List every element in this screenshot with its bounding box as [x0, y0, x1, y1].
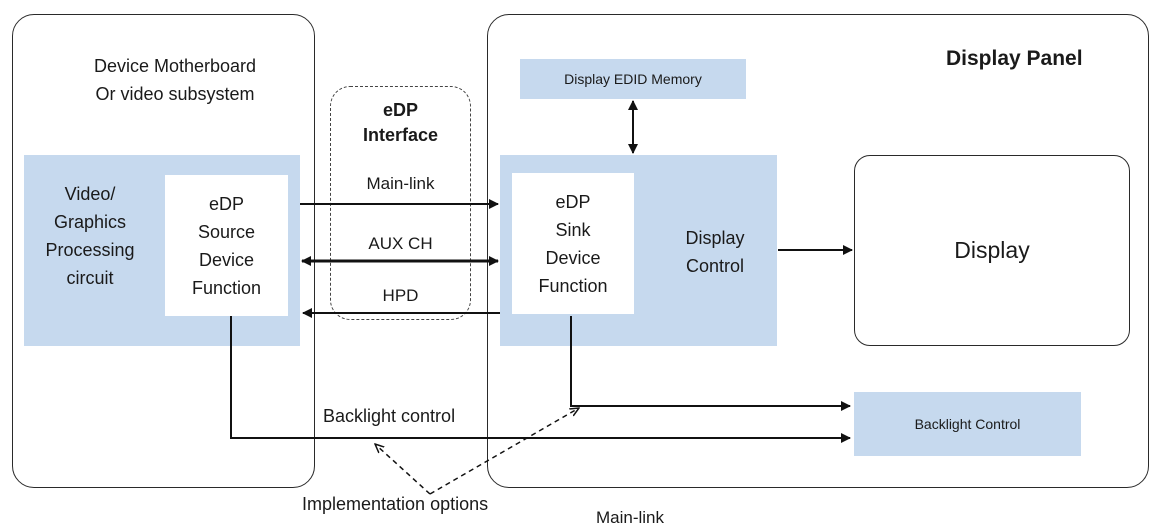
- display-panel-title: Display Panel: [946, 47, 1083, 70]
- gpu-label-line3: Processing: [45, 240, 135, 260]
- edid-memory-label: Display EDID Memory: [564, 71, 702, 87]
- source-device-box: eDP Source Device Function: [165, 175, 288, 316]
- sink-backlight-line: [570, 316, 851, 411]
- implementation-arrow-left: [375, 444, 431, 495]
- display-control-line2: Control: [685, 256, 745, 276]
- source-label-line1: eDP: [208, 193, 244, 214]
- implementation-options-annotation: Implementation options: [302, 494, 489, 514]
- edp-interface-title-line2: Interface: [362, 125, 439, 145]
- motherboard-title-line1: Device Motherboard: [93, 56, 257, 76]
- main-link-bottom-annotation: Main-link: [596, 508, 665, 527]
- display-control-label: Display Control: [650, 224, 780, 280]
- sink-label-line2: Sink: [555, 219, 591, 240]
- gpu-label-line2: Graphics: [53, 212, 127, 232]
- main-link-label: Main-link: [366, 174, 435, 193]
- display-label: Display: [954, 237, 1030, 263]
- sink-device-box: eDP Sink Device Function: [512, 173, 634, 314]
- aux-ch-label: AUX CH: [368, 234, 433, 253]
- source-label-line2: Source: [197, 221, 256, 242]
- source-label-line4: Function: [191, 277, 262, 298]
- backlight-control-annotation: Backlight control: [323, 406, 456, 426]
- motherboard-title-line2: Or video subsystem: [95, 84, 255, 104]
- sink-label-line4: Function: [538, 275, 608, 296]
- backlight-control-label: Backlight Control: [914, 416, 1021, 432]
- implementation-arrow-right: [429, 408, 579, 495]
- edp-interface-title: eDP Interface: [330, 98, 471, 148]
- sink-label-line3: Device: [545, 247, 601, 268]
- gpu-label-line1: Video/: [64, 184, 116, 204]
- edp-interface-title-line1: eDP: [382, 100, 418, 120]
- source-backlight-line: [230, 316, 851, 443]
- gpu-label: Video/ Graphics Processing circuit: [30, 180, 150, 292]
- sink-label-line1: eDP: [555, 191, 591, 212]
- source-label-line3: Device: [198, 249, 255, 270]
- edid-memory-box: Display EDID Memory: [520, 59, 746, 99]
- display-control-line1: Display: [685, 228, 745, 248]
- gpu-label-line4: circuit: [66, 268, 114, 288]
- display-box: Display: [854, 155, 1130, 346]
- backlight-control-box: Backlight Control: [854, 392, 1081, 456]
- hpd-label: HPD: [382, 286, 419, 305]
- motherboard-title: Device Motherboard Or video subsystem: [40, 52, 310, 108]
